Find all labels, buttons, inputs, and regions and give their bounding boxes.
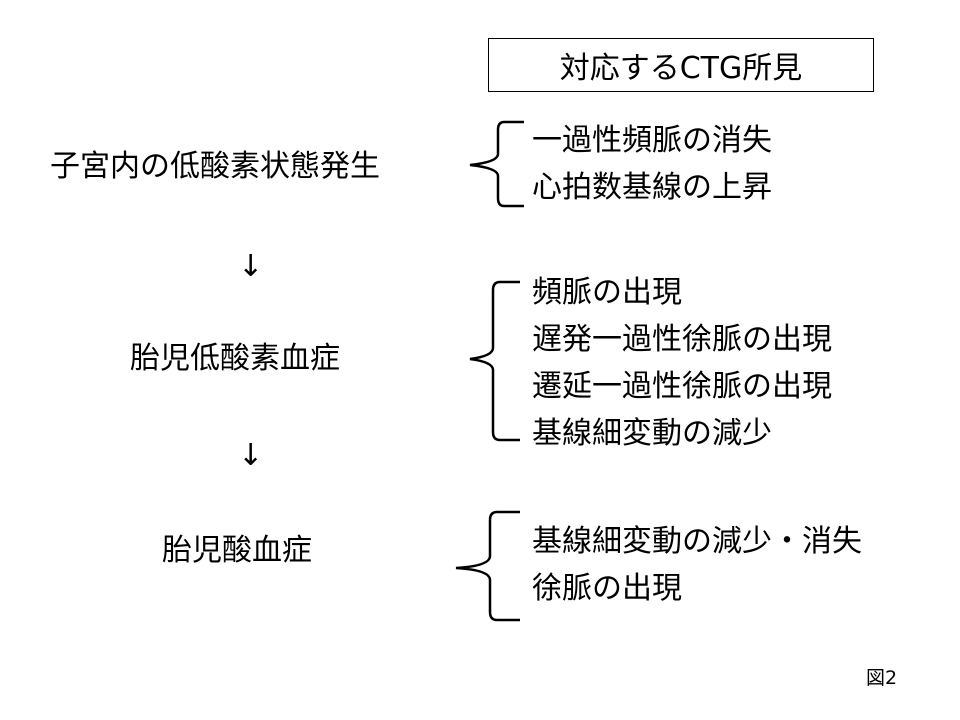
stage-intrauterine-hypoxia: 子宮内の低酸素状態発生 bbox=[50, 149, 380, 184]
figure-label: 図2 bbox=[866, 667, 898, 689]
finding-item: 一過性頻脈の消失 bbox=[532, 123, 772, 158]
finding-item: 基線細変動の減少・消失 bbox=[532, 524, 862, 559]
finding-item: 徐脈の出現 bbox=[532, 571, 682, 606]
down-arrow-1: ↓ bbox=[238, 249, 264, 284]
brace-3 bbox=[455, 510, 520, 622]
finding-item: 遷延一過性徐脈の出現 bbox=[532, 369, 832, 404]
findings-group-3: 基線細変動の減少・消失 徐脈の出現 bbox=[532, 518, 862, 612]
finding-item: 心拍数基線の上昇 bbox=[532, 170, 772, 205]
brace-1 bbox=[469, 120, 524, 208]
ctg-findings-header: 対応するCTG所見 bbox=[488, 38, 874, 92]
brace-2 bbox=[469, 280, 520, 442]
finding-item: 基線細変動の減少 bbox=[532, 416, 772, 451]
findings-group-2: 頻脈の出現 遅発一過性徐脈の出現 遷延一過性徐脈の出現 基線細変動の減少 bbox=[532, 269, 832, 457]
finding-item: 遅発一過性徐脈の出現 bbox=[532, 322, 832, 357]
header-title: 対応するCTG所見 bbox=[559, 51, 803, 86]
findings-group-1: 一過性頻脈の消失 心拍数基線の上昇 bbox=[532, 117, 772, 211]
finding-item: 頻脈の出現 bbox=[532, 275, 682, 310]
down-arrow-2: ↓ bbox=[238, 438, 264, 473]
stage-fetal-acidemia: 胎児酸血症 bbox=[162, 533, 312, 568]
stage-fetal-hypoxemia: 胎児低酸素血症 bbox=[130, 341, 340, 376]
